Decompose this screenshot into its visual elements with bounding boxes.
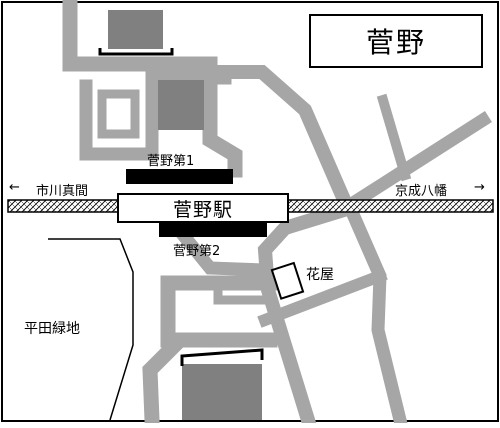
station-name: 菅野駅: [172, 198, 233, 221]
station-box: 菅野駅: [117, 193, 289, 223]
road-diagonal-ne: [213, 65, 355, 212]
exit-2-label: 菅野第2: [173, 244, 221, 259]
park-boundary: [48, 238, 134, 421]
map-frame: [1, 1, 499, 422]
west-direction-label: 市川真間: [36, 184, 89, 199]
road-south-loop: [213, 278, 273, 305]
road-north-outer: [62, 0, 243, 178]
road-northeast-spur: [376, 93, 412, 182]
road-south-east: [343, 203, 408, 428]
map-title-box: 菅野: [309, 14, 483, 68]
building-north: [108, 10, 163, 49]
arrow-left: ←: [9, 180, 20, 195]
road-sw: [142, 334, 186, 428]
map-title: 菅野: [365, 26, 426, 59]
exit-1-label: 菅野第1: [147, 154, 195, 169]
building-south: [182, 364, 262, 420]
road-north-loop: [97, 89, 140, 139]
exit-2-bar: [159, 223, 267, 237]
park-label: 平田緑地: [24, 321, 80, 337]
exit-1-bar: [126, 169, 233, 184]
road-north-inner: [79, 71, 232, 161]
road-station-south: [165, 215, 272, 277]
roads: [62, 0, 492, 428]
road-cross: [257, 268, 388, 328]
flower-shop-label: 花屋: [306, 267, 334, 283]
flower-shop-marker: [270, 261, 305, 300]
building-south-canopy: [180, 348, 264, 366]
arrow-right: →: [474, 180, 485, 195]
east-direction-label: 京成八幡: [395, 184, 448, 199]
building-north-canopy: [98, 48, 174, 56]
road-south-block: [160, 275, 278, 348]
building-north-2: [158, 80, 204, 130]
road-south-main: [257, 196, 369, 428]
road-to-east: [341, 111, 492, 214]
